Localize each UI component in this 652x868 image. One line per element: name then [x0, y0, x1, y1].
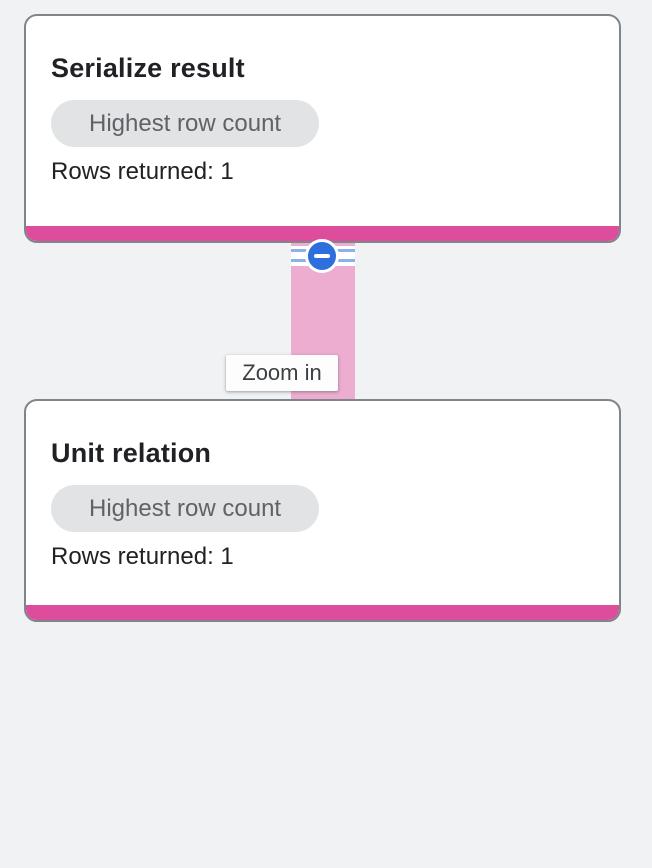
plan-node-content: Unit relation Highest row count Rows ret… [26, 401, 619, 571]
row-count-accent-bar [26, 605, 619, 620]
highest-row-count-badge: Highest row count [51, 100, 320, 147]
plan-node-title: Unit relation [51, 438, 212, 468]
plan-node-serialize-result[interactable]: Serialize result Highest row count Rows … [24, 14, 621, 243]
minus-icon [314, 254, 330, 258]
collapse-node-button[interactable] [305, 239, 339, 273]
plan-node-unit-relation[interactable]: Unit relation Highest row count Rows ret… [24, 399, 621, 622]
highest-row-count-badge: Highest row count [51, 485, 320, 532]
row-count-accent-bar [26, 226, 619, 241]
rows-returned-label: Rows returned: 1 [51, 158, 234, 185]
plan-node-title: Serialize result [51, 53, 245, 83]
zoom-in-tooltip: Zoom in [226, 355, 338, 391]
rows-returned-label: Rows returned: 1 [51, 543, 234, 570]
plan-node-content: Serialize result Highest row count Rows … [26, 16, 619, 186]
